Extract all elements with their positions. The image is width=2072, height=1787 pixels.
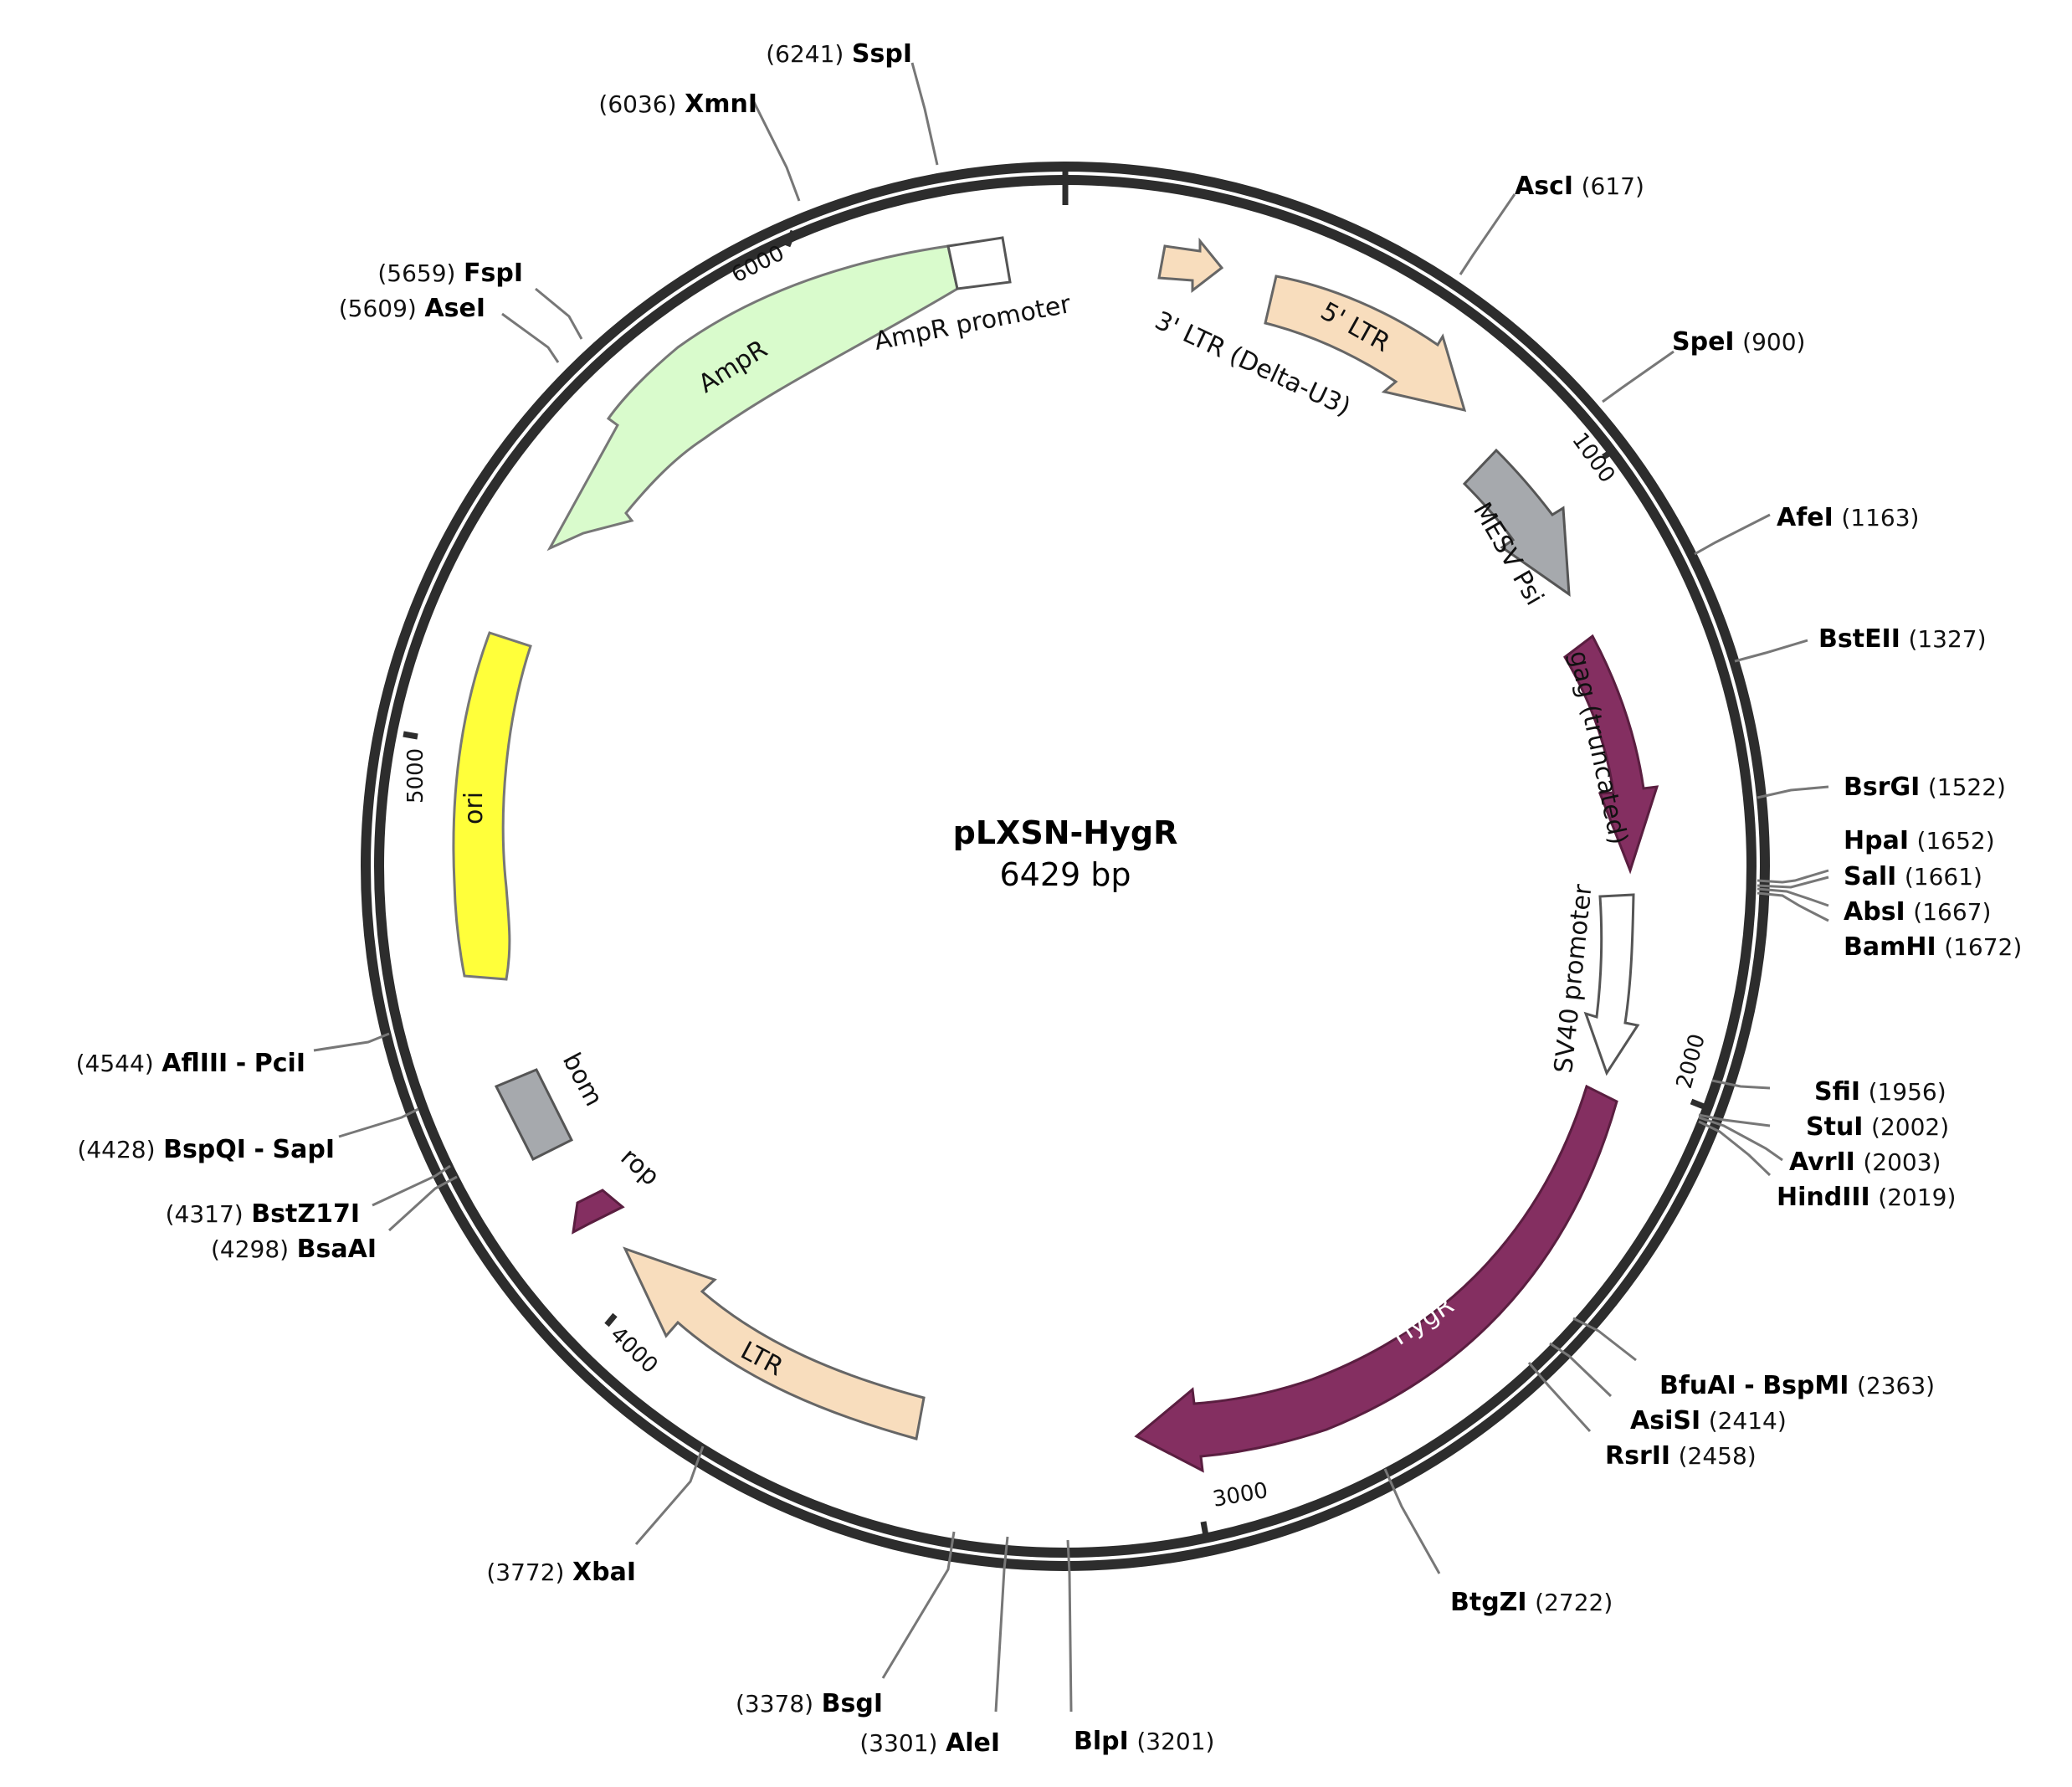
- site-hindiii: HindIII (2019): [1777, 1183, 1956, 1212]
- plasmid-length: 6429 bp: [999, 856, 1131, 893]
- site-bfuai-bspmi: BfuAI - BspMI (2363): [1659, 1371, 1935, 1400]
- site-xbai: (3772) XbaI: [486, 1558, 636, 1587]
- leader-bsgi: [881, 1531, 956, 1679]
- site-bamhi: BamHI (1672): [1844, 932, 2022, 962]
- site-fspi: (5659) FspI: [377, 259, 523, 288]
- tick-1000: [1602, 447, 1617, 460]
- feature-label-bom: bom: [556, 1048, 608, 1111]
- feature-label-sv40-promoter: SV40 promoter: [1549, 882, 1598, 1075]
- leader-xmni: [751, 100, 801, 202]
- feature-sv40-promoter-arrow: [1583, 893, 1640, 1076]
- site-leaders: [313, 62, 1829, 1713]
- feature-ori-box: [452, 631, 532, 981]
- leader-bspqi: [338, 1107, 419, 1138]
- leader-bfuai: [1572, 1317, 1637, 1362]
- site-sali: SalI (1661): [1844, 862, 1982, 891]
- leader-absi: [1757, 887, 1829, 907]
- feature-gag-arrow: [1563, 634, 1659, 875]
- feature-label-ori: ori: [459, 792, 489, 824]
- feature-bom-box: [494, 1068, 574, 1162]
- feature-5ltr-arrow: [1264, 275, 1467, 413]
- leader-stui: [1698, 1113, 1771, 1127]
- plasmid-name: pLXSN-HygR: [953, 814, 1178, 851]
- tick-label-4000: 4000: [605, 1322, 662, 1379]
- site-sfii: SfiI (1956): [1814, 1077, 1946, 1107]
- leader-rsrii: [1527, 1362, 1592, 1433]
- feature-mesv-psi-arrow: [1462, 448, 1571, 598]
- site-bspqi-sapi: (4428) BspQI - SapI: [77, 1135, 335, 1164]
- feature-3ltr-arrow: [1157, 237, 1224, 294]
- leader-sspi: [910, 62, 939, 166]
- center-title: pLXSN-HygR 6429 bp: [953, 814, 1178, 893]
- leader-bstz17i: [372, 1164, 451, 1207]
- site-asisi: AsiSI (2414): [1630, 1406, 1787, 1435]
- site-bsrgi: BsrGI (1522): [1844, 773, 2006, 802]
- site-absi: AbsI (1667): [1844, 897, 1991, 927]
- leader-bsrgi: [1757, 785, 1829, 799]
- leader-spei: [1602, 350, 1675, 403]
- leader-avrii: [1698, 1116, 1783, 1162]
- leader-asci: [1459, 193, 1516, 275]
- feature-ampr-promoter-box: [946, 236, 1012, 290]
- feature-label-rop: rop: [615, 1143, 665, 1192]
- site-hpai: HpaI (1652): [1844, 826, 1995, 855]
- site-stui: StuI (2002): [1806, 1112, 1949, 1142]
- leader-asisi: [1549, 1342, 1613, 1398]
- leader-afliii: [313, 1032, 390, 1052]
- leader-sali: [1757, 876, 1829, 889]
- feature-ltr-arrow: [623, 1246, 926, 1440]
- site-asci: AscI (617): [1515, 172, 1644, 201]
- tick-2000: [1690, 1098, 1705, 1110]
- site-bsaai: (4298) BsaAI: [211, 1235, 377, 1264]
- site-rsrii: RsrII (2458): [1605, 1441, 1757, 1471]
- leader-asei: [501, 312, 560, 363]
- site-alei: (3301) AleI: [859, 1728, 1000, 1758]
- leader-bsaai: [387, 1175, 458, 1232]
- site-afliii-pcii: (4544) AflIII - PciI: [76, 1049, 305, 1078]
- feature-hygr-arrow: [1134, 1084, 1618, 1473]
- leader-afei: [1694, 513, 1771, 556]
- leader-bsteii: [1734, 639, 1808, 663]
- tick-5000: [403, 731, 418, 740]
- site-afei: AfeI (1163): [1777, 503, 1919, 532]
- site-spei: SpeI (900): [1672, 327, 1805, 357]
- site-asei: (5609) AseI: [339, 294, 485, 323]
- leader-xbai: [634, 1446, 705, 1545]
- tick-label-5000: 5000: [403, 748, 428, 804]
- site-sspi: (6241) SspI: [766, 39, 912, 69]
- site-bsgi: (3378) BsgI: [736, 1689, 883, 1718]
- leader-fspi: [535, 287, 583, 340]
- backbone-outer-ring: [361, 162, 1770, 1571]
- site-blpi: BlpI (3201): [1074, 1727, 1214, 1756]
- tick-label-2000: 2000: [1672, 1031, 1710, 1091]
- leader-sfii: [1711, 1079, 1771, 1090]
- feature-rop-arrow: [572, 1189, 625, 1235]
- site-avrii: AvrII (2003): [1789, 1148, 1941, 1177]
- leader-bamhi: [1757, 891, 1829, 922]
- site-bstz17i: (4317) BstZ17I: [166, 1199, 360, 1229]
- feature-ampr-arrow: [546, 244, 959, 552]
- site-labels: (6241) SspI (6036) XmnI (5659) FspI (560…: [76, 39, 2023, 1758]
- site-btgzi: BtgZI (2722): [1450, 1588, 1613, 1617]
- tick-4000: [604, 1312, 618, 1327]
- leader-blpi: [1066, 1539, 1073, 1713]
- tick-marks: [403, 172, 1705, 1537]
- leader-alei: [994, 1536, 1009, 1713]
- tick-label-3000: 3000: [1211, 1478, 1269, 1512]
- leader-hpai: [1757, 869, 1829, 884]
- leader-btgzi: [1383, 1468, 1441, 1574]
- site-bsteii: BstEII (1327): [1818, 624, 1987, 654]
- tick-3000: [1200, 1521, 1209, 1537]
- tick-6000: [784, 229, 797, 248]
- features: [452, 236, 1659, 1473]
- site-xmni: (6036) XmnI: [598, 90, 757, 119]
- leader-hindiii: [1698, 1120, 1772, 1177]
